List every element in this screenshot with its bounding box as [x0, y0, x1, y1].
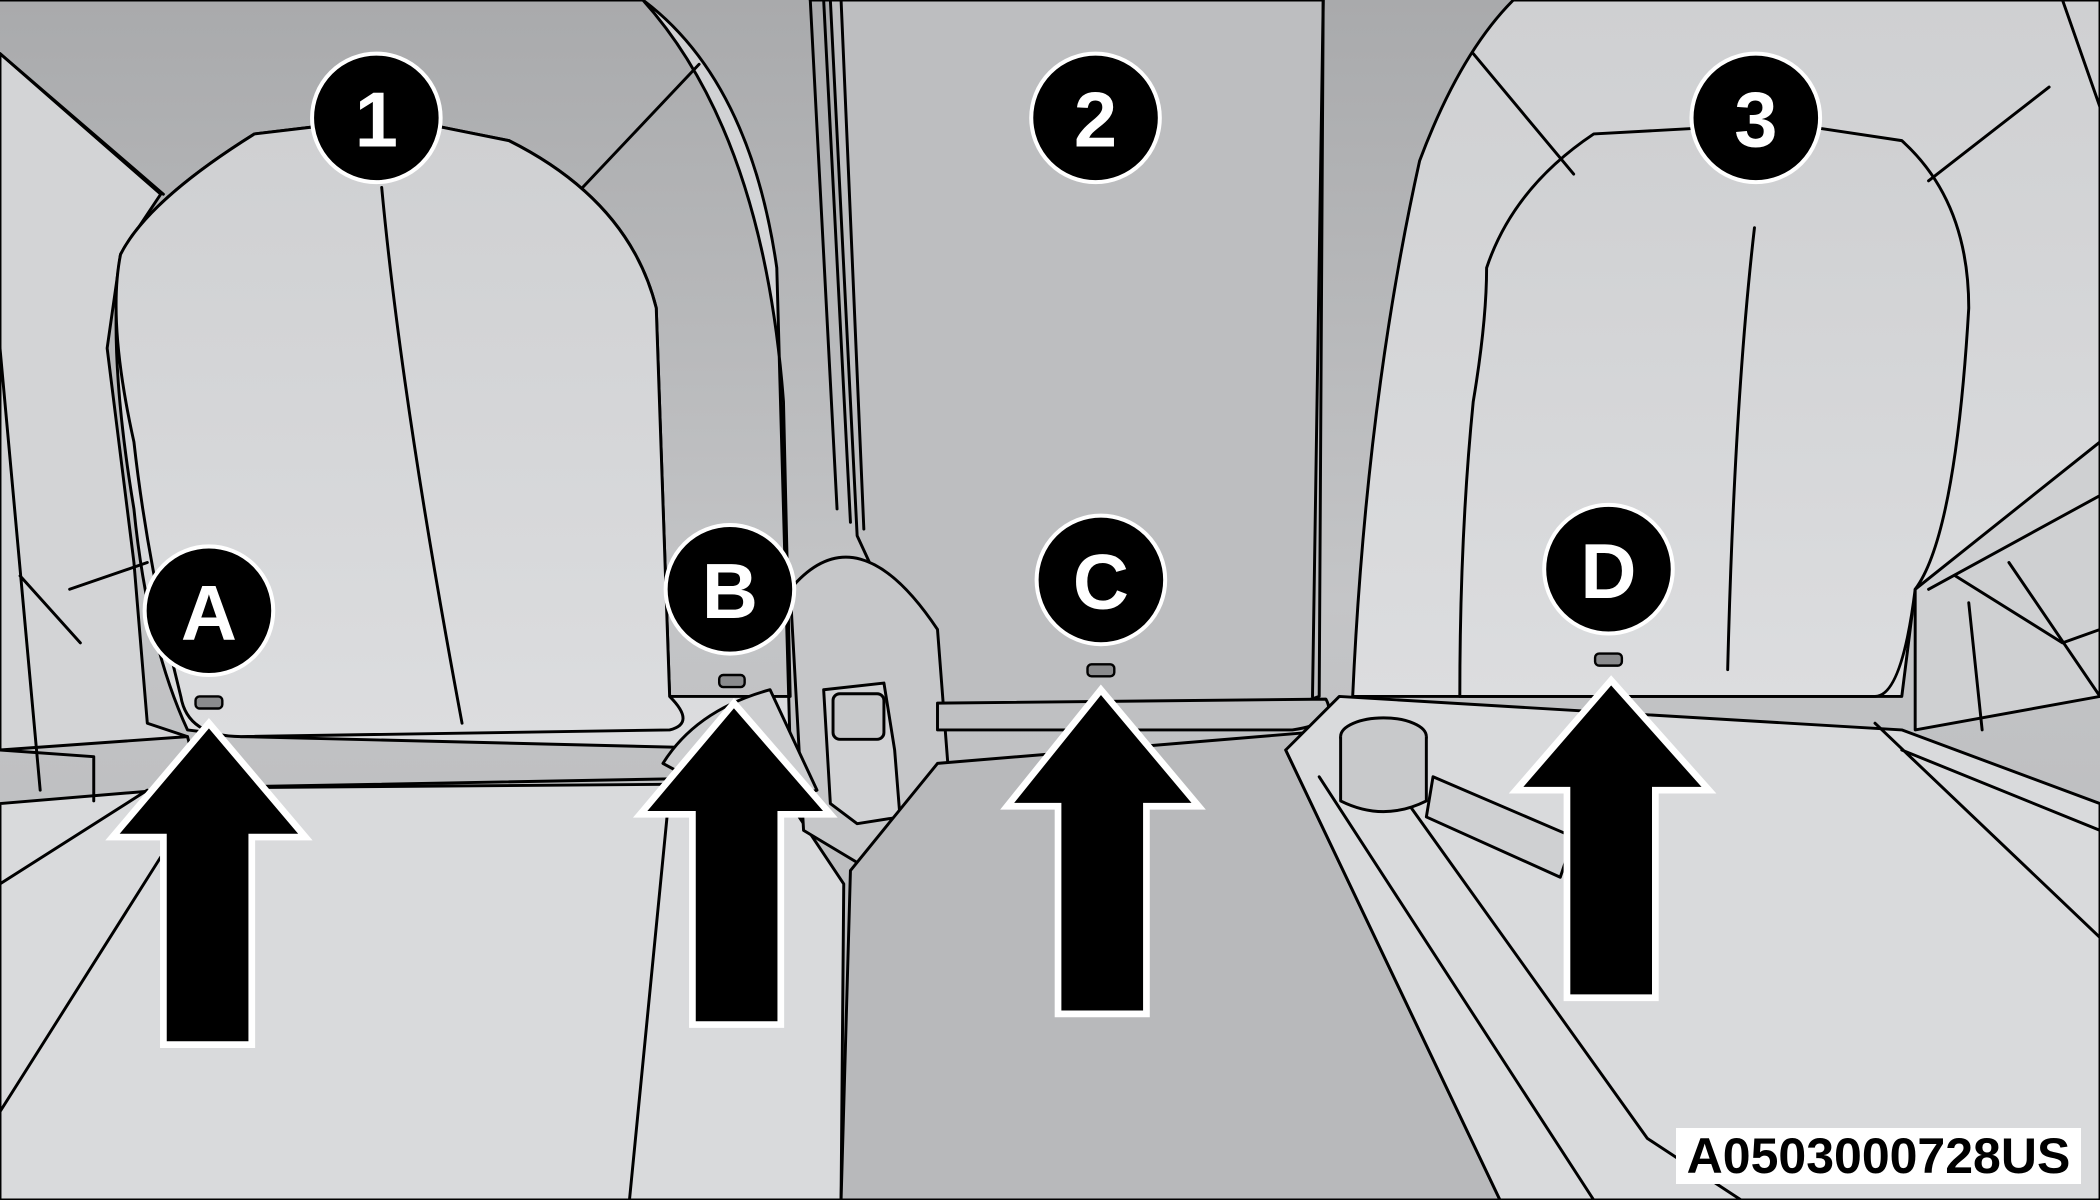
seat-position-callouts: 1 2 3 [310, 51, 1823, 185]
callout-label: 2 [1074, 78, 1117, 164]
callout-label: B [702, 549, 758, 635]
anchor-bars [194, 652, 1624, 710]
callout-label: C [1073, 540, 1129, 626]
center-seat [661, 0, 1502, 1200]
anchor-bar-a [194, 695, 224, 710]
arrow-up-icon [632, 697, 838, 1028]
arrows [105, 675, 1717, 1048]
callout-seat-3: 3 [1689, 51, 1823, 185]
callout-label: 1 [355, 78, 398, 164]
callout-anchor-a: A [142, 544, 276, 678]
callout-anchor-d: D [1542, 502, 1675, 636]
callout-seat-1: 1 [310, 51, 443, 185]
callout-anchor-c: C [1034, 513, 1168, 647]
arrow-up-icon [105, 718, 313, 1048]
callout-label: D [1580, 529, 1636, 615]
arrow-up-icon [1508, 675, 1717, 1002]
callout-label: 3 [1734, 78, 1777, 164]
right-seat [1284, 0, 2100, 1200]
anchor-callouts: A B C D [142, 502, 1675, 678]
anchor-bar-b [717, 673, 746, 689]
seatbelt-buckle [831, 692, 886, 741]
callout-anchor-b: B [663, 522, 797, 656]
callout-seat-2: 2 [1029, 51, 1162, 185]
arrow-up-icon [1000, 684, 1206, 1018]
anchor-bar-c [1086, 663, 1116, 678]
callout-label: A [181, 570, 237, 656]
anchor-bar-d [1593, 652, 1624, 667]
figure-code-label: A0503000728US [1676, 1128, 2081, 1184]
